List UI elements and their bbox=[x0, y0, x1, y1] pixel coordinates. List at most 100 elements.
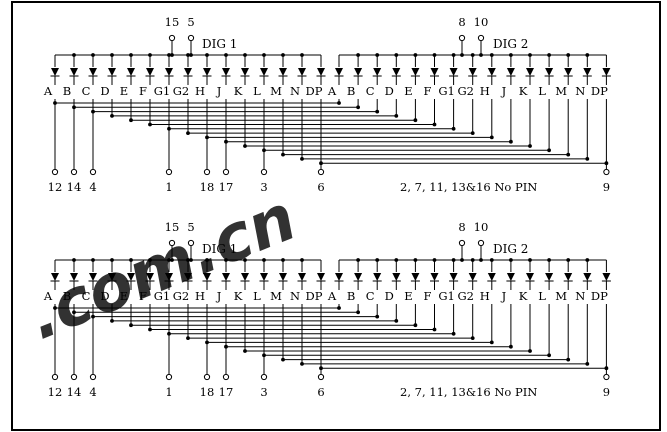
dig1-led-diode bbox=[108, 68, 116, 76]
dig2-segment-label: E bbox=[404, 84, 412, 98]
bottom-pin-label: 6 bbox=[317, 385, 324, 399]
junction-dot bbox=[129, 53, 133, 57]
dig2-led-diode bbox=[526, 68, 534, 76]
dig1-led-diode bbox=[127, 273, 135, 281]
junction-dot bbox=[375, 258, 380, 262]
dig1-led-diode bbox=[241, 273, 249, 281]
dig1-led-diode bbox=[89, 273, 97, 281]
bottom-pin-terminal bbox=[165, 373, 173, 381]
dig2-led-diode bbox=[468, 273, 477, 281]
bottom-pin-label: 14 bbox=[67, 385, 82, 399]
junction-dot bbox=[356, 310, 360, 315]
dig1-led-diode bbox=[51, 273, 59, 281]
dig1-segment-label: K bbox=[234, 289, 243, 303]
bottom-pin-terminal bbox=[222, 373, 230, 381]
junction-dot bbox=[460, 258, 464, 262]
dig1-segment-label: L bbox=[253, 84, 261, 98]
junction-dot bbox=[243, 258, 247, 262]
bottom-pin-terminal bbox=[165, 168, 173, 176]
dig1-led-diode bbox=[127, 68, 135, 76]
dig1-led-diode bbox=[203, 68, 211, 76]
junction-dot bbox=[110, 114, 114, 118]
junction-dot bbox=[337, 101, 341, 105]
bottom-pin-terminal bbox=[260, 168, 268, 176]
dig1-segment-label: H bbox=[195, 84, 205, 98]
junction-dot bbox=[205, 53, 209, 57]
junction-dot bbox=[470, 258, 475, 262]
junction-dot bbox=[470, 336, 475, 340]
dig1-segment-label: DP bbox=[306, 289, 323, 303]
junction-dot bbox=[186, 336, 190, 340]
dig2-led-diode bbox=[335, 273, 343, 281]
dig2-segment-label: M bbox=[555, 289, 567, 303]
dig2-segment-label: J bbox=[501, 84, 507, 98]
junction-dot bbox=[585, 362, 590, 366]
dig1-segment-label: J bbox=[216, 84, 222, 98]
dig2-led-diode bbox=[392, 68, 401, 76]
dig1-segment-label: G2 bbox=[173, 289, 190, 303]
dig2-segment-label: H bbox=[480, 84, 490, 98]
dig1-led-diode bbox=[51, 68, 59, 76]
bottom-pin-label: 12 bbox=[48, 180, 63, 194]
junction-dot bbox=[337, 306, 341, 310]
junction-dot bbox=[547, 353, 551, 358]
junction-dot bbox=[170, 258, 174, 262]
dig2-led-diode bbox=[373, 273, 382, 281]
dig1-led-diode bbox=[184, 68, 192, 76]
junction-dot bbox=[451, 126, 456, 131]
dig2-led-diode bbox=[602, 68, 611, 76]
right-pin-terminal bbox=[603, 373, 610, 381]
junction-dot bbox=[110, 53, 114, 57]
dig2-segment-label: A bbox=[327, 289, 337, 303]
dig1-led-diode bbox=[260, 68, 268, 76]
junction-dot bbox=[148, 122, 152, 127]
junction-dot bbox=[413, 323, 418, 328]
junction-dot bbox=[205, 258, 209, 262]
junction-dot bbox=[566, 258, 571, 262]
dig2-segment-label: C bbox=[366, 289, 375, 303]
dig2-segment-label: DP bbox=[591, 289, 608, 303]
junction-dot bbox=[91, 53, 95, 57]
dig2-segment-label: J bbox=[501, 289, 507, 303]
bottom-pin-label: 4 bbox=[89, 180, 96, 194]
junction-dot bbox=[243, 53, 247, 57]
junction-dot bbox=[281, 53, 285, 57]
dig2-led-diode bbox=[449, 68, 458, 76]
bottom-pin-terminal bbox=[70, 373, 78, 381]
junction-dot bbox=[394, 114, 399, 118]
dig2-led-diode bbox=[545, 68, 554, 76]
outer-frame bbox=[11, 1, 661, 431]
bottom-pin-label: 4 bbox=[89, 385, 96, 399]
dig1-segment-label: F bbox=[139, 84, 147, 98]
dig2-common-pin bbox=[477, 239, 485, 247]
bottom-pin-label: 18 bbox=[200, 385, 215, 399]
dig2-led-diode bbox=[411, 68, 420, 76]
dig2-led-diode bbox=[468, 68, 477, 76]
dig1-led-diode bbox=[165, 273, 173, 281]
right-pin-label: 9 bbox=[603, 180, 610, 194]
junction-dot bbox=[528, 258, 532, 262]
junction-dot bbox=[281, 152, 285, 157]
junction-dot bbox=[148, 327, 152, 332]
bottom-pin-label: 14 bbox=[67, 180, 82, 194]
dig1-common-pin bbox=[187, 239, 195, 247]
junction-dot bbox=[451, 331, 456, 336]
dig2-segment-label: F bbox=[424, 84, 432, 98]
junction-dot bbox=[413, 53, 418, 57]
dig1-label: DIG 1 bbox=[202, 242, 237, 256]
dig2-segment-label: G1 bbox=[438, 289, 455, 303]
dig1-segment-label: A bbox=[43, 84, 53, 98]
junction-dot bbox=[243, 144, 247, 148]
dig1-segment-label: H bbox=[195, 289, 205, 303]
dig1-segment-label: B bbox=[63, 84, 71, 98]
dig2-common-pin bbox=[458, 34, 466, 42]
dig2-led-diode bbox=[373, 68, 382, 76]
junction-dot bbox=[547, 148, 551, 153]
dig2-led-diode bbox=[392, 273, 401, 281]
junction-dot bbox=[585, 53, 590, 57]
junction-dot bbox=[281, 258, 285, 262]
junction-dot bbox=[432, 53, 437, 57]
junction-dot bbox=[356, 258, 360, 262]
junction-dot bbox=[585, 157, 590, 161]
